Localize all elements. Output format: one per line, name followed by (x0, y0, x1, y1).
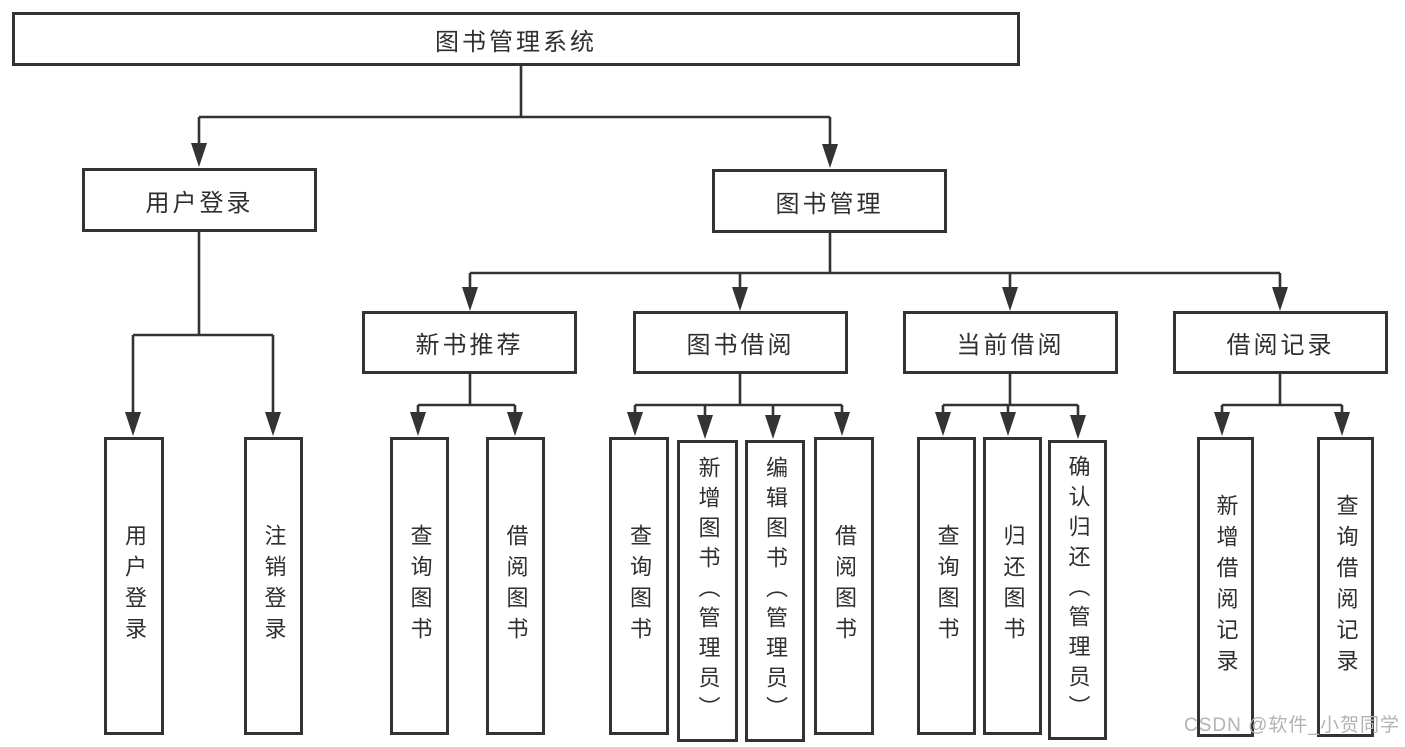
node-root: 图书管理系统 (12, 12, 1020, 66)
leaf-edit-book-admin-label: 编辑图书（管理员） (763, 456, 788, 726)
leaf-query-borrow-record: 查询借阅记录 (1317, 437, 1374, 737)
leaf-query-books-newbook: 查询图书 (390, 437, 449, 735)
leaf-confirm-return-admin: 确认归还（管理员） (1048, 440, 1107, 740)
node-new-book-recommend-label: 新书推荐 (415, 332, 524, 359)
connector-root-to-level2 (197, 64, 832, 151)
connector-newbook-to-leaves (416, 371, 517, 422)
arrowheads (125, 143, 1350, 439)
leaf-add-borrow-record: 新增借阅记录 (1197, 437, 1254, 737)
node-new-book-recommend: 新书推荐 (362, 311, 577, 374)
connector-bookmgmt-to-level3 (468, 231, 1282, 295)
leaf-user-login: 用户登录 (104, 437, 164, 735)
leaf-query-books-borrow-label: 查询图书 (627, 524, 652, 648)
leaf-add-borrow-record-label: 新增借阅记录 (1213, 494, 1239, 680)
leaf-add-book-admin-label: 新增图书（管理员） (695, 456, 721, 726)
leaf-query-books-newbook-label: 查询图书 (407, 524, 433, 648)
leaf-query-books-borrow: 查询图书 (609, 437, 669, 735)
node-book-management-label: 图书管理 (775, 190, 884, 218)
leaf-borrow-books-newbook-label: 借阅图书 (503, 524, 529, 648)
leaf-query-books-current: 查询图书 (917, 437, 976, 735)
leaf-query-books-current-label: 查询图书 (934, 524, 960, 648)
leaf-add-book-admin: 新增图书（管理员） (677, 440, 738, 742)
node-root-label: 图书管理系统 (435, 28, 597, 56)
leaf-edit-book-admin: 编辑图书（管理员） (745, 440, 805, 742)
node-book-management: 图书管理 (712, 169, 947, 233)
leaf-return-books: 归还图书 (983, 437, 1042, 735)
node-borrow-records: 借阅记录 (1173, 311, 1388, 374)
connector-userlogin-to-leaves (131, 230, 275, 420)
node-current-borrowing-label: 当前借阅 (956, 332, 1065, 359)
leaf-user-login-label: 用户登录 (122, 524, 147, 648)
node-user-login-label: 用户登录 (145, 189, 254, 217)
leaf-confirm-return-admin-label: 确认归还（管理员） (1065, 455, 1091, 725)
node-book-borrowing-label: 图书借阅 (686, 332, 795, 359)
connector-records-to-leaves (1220, 373, 1344, 422)
leaf-query-borrow-record-label: 查询借阅记录 (1333, 494, 1359, 680)
node-user-login: 用户登录 (82, 168, 317, 232)
leaf-borrow-books-label: 借阅图书 (832, 524, 857, 648)
leaf-borrow-books: 借阅图书 (814, 437, 874, 735)
node-current-borrowing: 当前借阅 (903, 311, 1118, 374)
connector-bookborrow-to-leaves (633, 371, 844, 424)
leaf-logout-label: 注销登录 (261, 524, 287, 648)
leaf-logout: 注销登录 (244, 437, 303, 735)
leaf-return-books-label: 归还图书 (1000, 524, 1026, 648)
node-book-borrowing: 图书借阅 (633, 311, 848, 374)
watermark: CSDN @软件_小贺同学 (1184, 715, 1400, 736)
node-borrow-records-label: 借阅记录 (1226, 332, 1335, 359)
leaf-borrow-books-newbook: 借阅图书 (486, 437, 545, 735)
